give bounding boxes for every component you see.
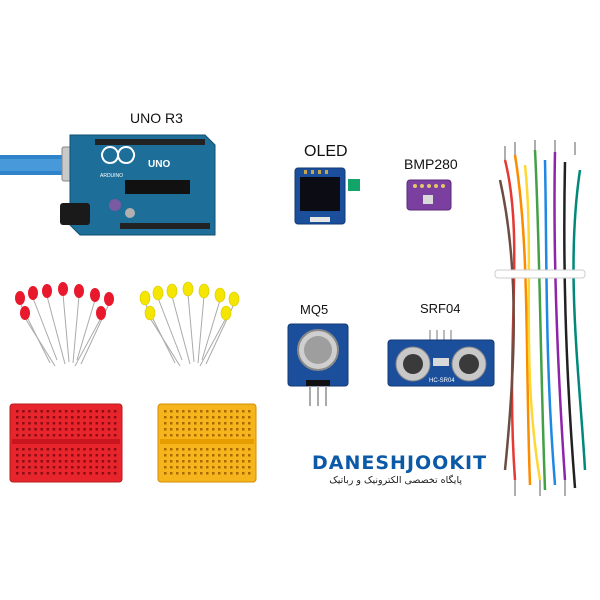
srf04-sensor: HC-SR04 — [387, 330, 495, 387]
arduino-text: ARDUINO — [100, 173, 123, 179]
bmp280-module — [406, 179, 452, 211]
srf-marking: HC-SR04 — [429, 378, 455, 384]
oled-module — [294, 167, 360, 225]
uno-label: UNO R3 — [130, 110, 183, 126]
srf-label: SRF04 — [420, 301, 461, 316]
yellow-breadboard — [157, 403, 257, 483]
red-breadboard — [9, 403, 123, 483]
mq5-label: MQ5 — [300, 302, 329, 317]
oled-label: OLED — [304, 143, 348, 160]
arduino-uno-board: UNO ARDUINO — [0, 134, 216, 236]
jumper-wires — [494, 140, 587, 496]
mq5-sensor — [287, 323, 349, 406]
yellow-leds — [139, 281, 240, 367]
logo-main-text: DANESHJOOKIT — [312, 452, 488, 474]
board-brand-text: UNO — [148, 159, 170, 170]
bmp-label: BMP280 — [404, 156, 458, 172]
red-leds — [15, 282, 114, 367]
logo-subtitle: پایگاه تخصصی الکترونیک و رباتیک — [329, 475, 462, 486]
daneshjookit-logo: DANESHJOOKIT پایگاه تخصصی الکترونیک و رب… — [312, 452, 488, 492]
